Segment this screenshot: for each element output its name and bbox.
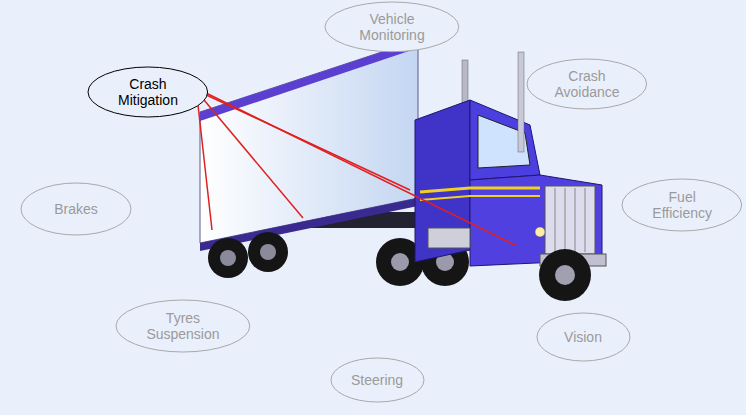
topic-ellipse: Steering <box>330 357 425 403</box>
trailer <box>200 40 435 251</box>
topic-ellipse: Vehicle Monitoring <box>324 1 460 53</box>
topic-label: Crash Mitigation <box>108 76 188 108</box>
topic-label: Crash Avoidance <box>547 68 627 100</box>
topic-ellipse: Crash Avoidance <box>526 58 648 110</box>
topic-ellipse: Vision <box>536 312 631 362</box>
topic-ellipse: Brakes <box>20 182 132 236</box>
topic-label: Vision <box>564 329 602 345</box>
topic-label: Fuel Efficiency <box>642 189 722 221</box>
topic-label: Vehicle Monitoring <box>347 11 437 43</box>
topic-ellipse: Fuel Efficiency <box>621 178 743 232</box>
topic-ellipse: Crash Mitigation <box>87 66 209 118</box>
leader-lines <box>197 90 515 245</box>
topic-label: Steering <box>351 372 403 388</box>
topic-label: Tyres Suspension <box>138 310 228 342</box>
topic-label: Brakes <box>54 201 98 217</box>
topic-ellipse: Tyres Suspension <box>115 299 251 353</box>
